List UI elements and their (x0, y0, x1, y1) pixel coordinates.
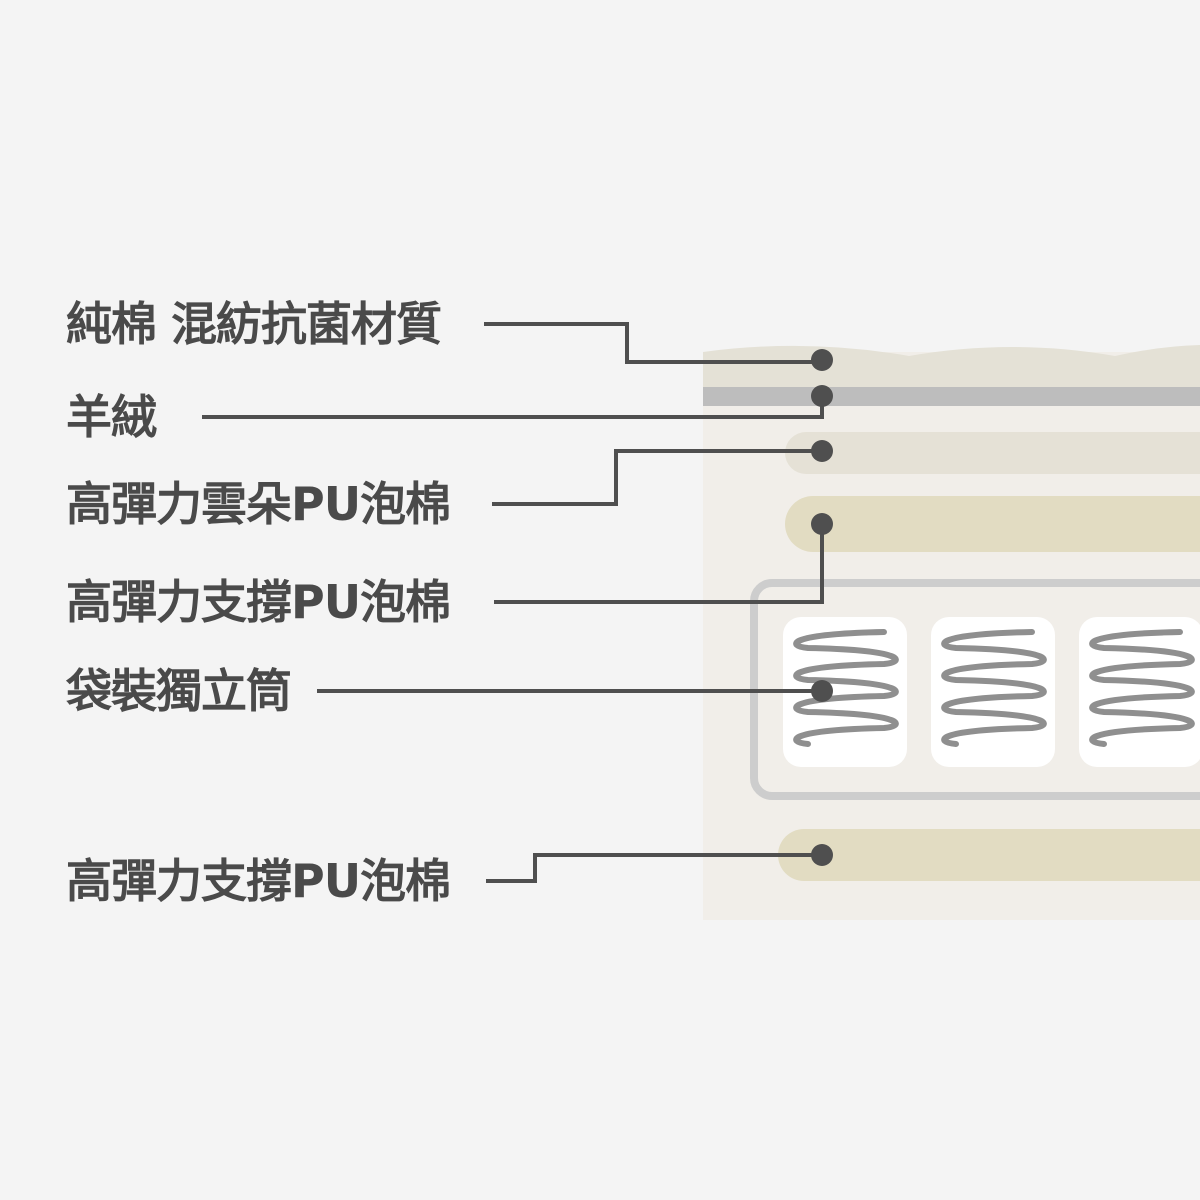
spring-coil-2 (941, 629, 1047, 747)
pocket-springs-row (783, 617, 1200, 767)
marker-dot-cotton-blend (811, 349, 833, 371)
marker-dot-cashmere (811, 385, 833, 407)
support-foam-upper-layer (785, 496, 1200, 552)
cashmere-layer (703, 387, 1200, 406)
label-pocket-springs: 袋裝獨立筒 (66, 664, 292, 718)
leader-line-cotton-blend (484, 322, 822, 364)
spring-coil-3 (1089, 629, 1195, 747)
cloud-foam-layer (785, 432, 1200, 474)
label-cashmere: 羊絨 (66, 390, 157, 444)
marker-dot-cloud-foam (811, 440, 833, 462)
spring-coil-1 (793, 629, 899, 747)
marker-dot-support-foam-lower (811, 844, 833, 866)
label-cloud-foam: 高彈力雲朵PU泡棉 (66, 477, 451, 531)
leader-line-cloud-foam (492, 449, 822, 506)
support-foam-lower-layer (778, 829, 1200, 881)
label-cotton-blend: 純棉 混紡抗菌材質 (66, 297, 442, 351)
marker-dot-pocket-springs (811, 680, 833, 702)
marker-dot-support-foam-upper (811, 513, 833, 535)
label-support-foam-upper: 高彈力支撐PU泡棉 (66, 575, 451, 629)
leader-line-support-foam-upper (494, 526, 824, 604)
leader-line-support-foam-lower (486, 853, 822, 883)
label-support-foam-lower: 高彈力支撐PU泡棉 (66, 854, 451, 908)
top-quilt-layer (703, 345, 1200, 388)
